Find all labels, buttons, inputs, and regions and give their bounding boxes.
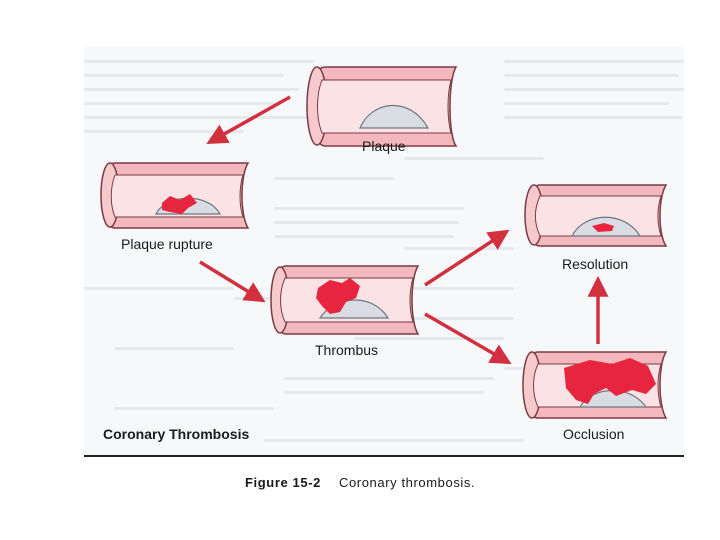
arrow-plaque-to-rupture	[206, 95, 291, 145]
rupture-clot	[162, 194, 197, 214]
diagram-title: Coronary Thrombosis	[103, 426, 250, 442]
vessel-resolution	[524, 184, 668, 247]
caption-rule	[84, 455, 684, 457]
label-plaque-rupture: Plaque rupture	[121, 236, 213, 252]
vessel-plaque	[306, 66, 458, 147]
vessel-thrombus	[270, 265, 420, 335]
plaque-shape	[359, 104, 430, 129]
label-plaque: Plaque	[362, 138, 406, 154]
label-occlusion: Occlusion	[563, 426, 625, 442]
caption-text: Coronary thrombosis.	[338, 475, 476, 490]
arrow-thrombus-to-resolution	[424, 229, 510, 287]
figure-number: Figure 15-2	[245, 475, 321, 490]
label-resolution: Resolution	[562, 256, 629, 272]
occlusion-clot	[564, 358, 656, 404]
figure-caption: Figure 15-2 Coronary thrombosis.	[245, 475, 475, 490]
arrow-rupture-to-thrombus	[199, 260, 266, 303]
resolution-clot	[592, 223, 614, 232]
vessel-occlusion	[522, 351, 668, 419]
vessel-plaque-rupture	[100, 162, 250, 229]
thrombus-clot	[316, 278, 360, 314]
label-thrombus: Thrombus	[315, 342, 379, 358]
arrow-thrombus-to-occlusion	[424, 312, 512, 365]
